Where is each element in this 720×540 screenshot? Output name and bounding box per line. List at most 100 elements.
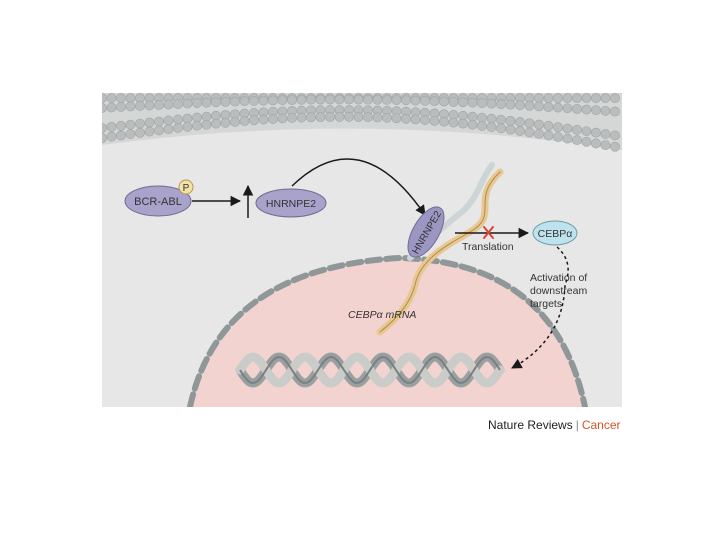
lipid-head	[524, 100, 535, 111]
hnrnpe2-label: HNRNPE2	[266, 198, 316, 210]
lipid-head	[600, 140, 611, 150]
lipid-head	[600, 105, 611, 116]
lipid-head	[102, 123, 107, 133]
lipid-head	[220, 117, 231, 128]
lipid-head	[287, 95, 297, 105]
lipid-head	[116, 130, 126, 141]
lipid-head	[239, 116, 250, 126]
lipid-head	[106, 121, 117, 132]
binding-arrow	[291, 158, 426, 216]
lipid-head	[125, 93, 136, 103]
lipid-head	[410, 114, 421, 125]
lipid-head	[448, 117, 459, 128]
lipid-head	[572, 124, 582, 135]
lipid-head	[496, 99, 506, 110]
lipid-head	[334, 94, 345, 105]
membrane-lipids	[102, 93, 620, 152]
cebpa-label: CEBPα	[538, 228, 573, 240]
credit-separator: |	[575, 418, 579, 432]
lipid-head	[572, 103, 582, 114]
lipid-head	[534, 93, 544, 103]
credit-publication: Nature Reviews	[488, 418, 573, 432]
lipid-head	[144, 100, 155, 111]
bcr-abl-label: BCR-ABL	[134, 196, 182, 208]
lipid-head	[581, 93, 592, 103]
activation-label-line3: targets	[530, 298, 562, 310]
lipid-head	[486, 113, 497, 124]
lipid-head	[106, 131, 117, 142]
lipid-head	[154, 116, 164, 127]
lipid-head	[496, 123, 506, 134]
lipid-head	[173, 123, 183, 133]
phosphate-badge: P	[178, 179, 194, 195]
lipid-head	[102, 103, 107, 113]
lipid-head	[334, 111, 345, 122]
lipid-head	[439, 116, 449, 127]
lipid-head	[543, 102, 554, 112]
translation-label: Translation	[462, 241, 514, 253]
lipid-head	[477, 120, 487, 131]
lipid-head	[363, 94, 373, 105]
lipid-head	[496, 114, 506, 125]
lipid-head	[562, 93, 573, 103]
lipid-head	[277, 113, 288, 124]
lipid-head	[553, 132, 563, 142]
phosphate-label: P	[183, 183, 190, 194]
lipid-head	[486, 122, 497, 132]
lipid-head	[448, 96, 459, 107]
lipid-head	[467, 97, 478, 108]
lipid-head	[192, 98, 202, 108]
lipid-head	[363, 112, 373, 123]
lipid-head	[306, 112, 316, 123]
downstream-arrow	[511, 246, 569, 369]
lipid-head	[268, 114, 278, 124]
lipid-head	[102, 133, 107, 143]
lipid-head	[144, 126, 155, 137]
lipid-head	[372, 94, 383, 105]
lipid-head	[163, 124, 174, 135]
lipid-head	[106, 102, 117, 113]
lipid-head	[562, 123, 573, 134]
lipid-head	[344, 111, 354, 122]
figure-credit: Nature Reviews|Cancer	[488, 418, 621, 432]
lipid-head	[553, 102, 563, 113]
lipid-head	[220, 96, 231, 107]
lipid-head	[439, 96, 449, 107]
lipid-head	[296, 112, 307, 123]
lipid-head	[315, 94, 326, 105]
lipid-head	[610, 130, 620, 141]
lipid-head	[287, 113, 297, 123]
inhibition-x-icon	[483, 226, 494, 239]
lipid-head	[505, 99, 516, 110]
lipid-head	[163, 99, 174, 110]
lipid-head	[562, 103, 573, 114]
lipid-head	[125, 119, 136, 130]
lipid-head	[591, 105, 601, 116]
lipid-head	[249, 96, 259, 106]
lipid-head	[534, 101, 544, 112]
lipid-head	[524, 127, 535, 138]
lipid-head	[163, 115, 174, 126]
lipid-head	[429, 96, 440, 107]
lipid-head	[477, 112, 487, 123]
lipid-head	[486, 98, 497, 109]
lipid-head	[239, 96, 250, 107]
lipid-head	[116, 93, 126, 103]
lipid-head	[420, 95, 430, 106]
lipid-head	[325, 94, 335, 105]
lipid-head	[116, 102, 126, 112]
lipid-head	[391, 95, 402, 105]
lipid-head	[258, 95, 269, 106]
lipid-head	[173, 99, 183, 109]
lipid-head	[372, 112, 383, 123]
lipid-head	[467, 119, 478, 130]
lipid-head	[458, 97, 468, 108]
lipid-head	[154, 125, 164, 136]
lipid-head	[230, 116, 240, 127]
lipid-head	[296, 94, 307, 105]
lipid-head	[600, 129, 611, 139]
lipid-head	[249, 115, 259, 126]
cebpa-node: CEBPα	[532, 220, 578, 246]
lipid-head	[144, 117, 155, 128]
lipid-head	[277, 95, 288, 106]
